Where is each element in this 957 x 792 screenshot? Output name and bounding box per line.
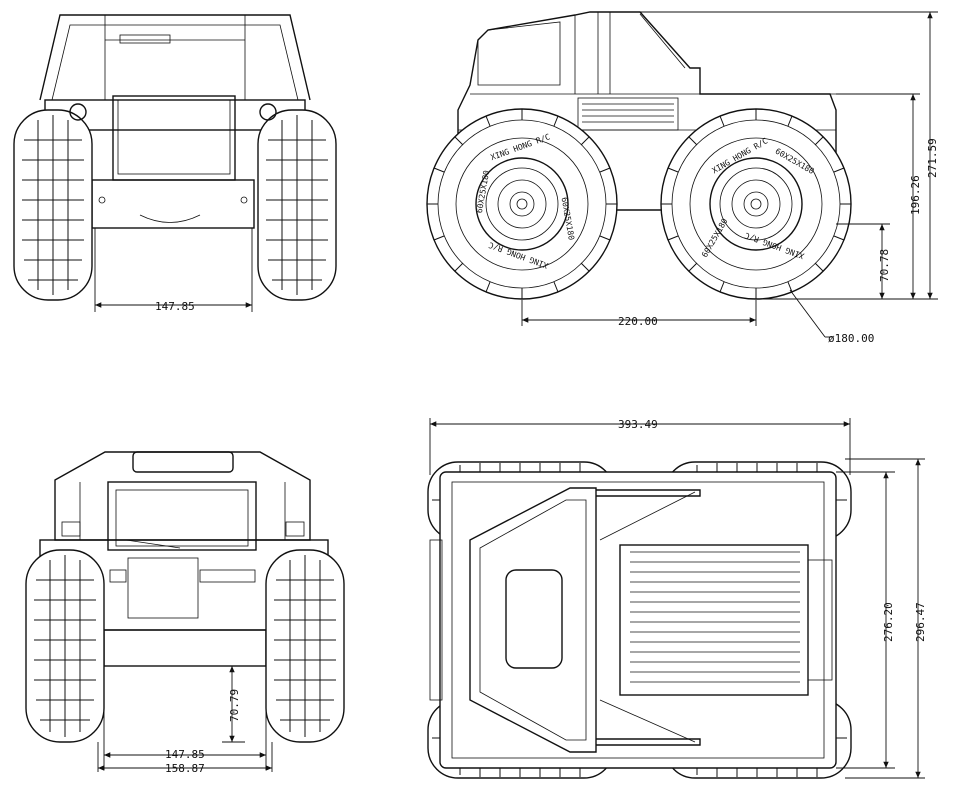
- top-body-width-dimension: 276.20: [882, 602, 895, 642]
- side-ground-clearance-dimension: 70.78: [878, 249, 891, 282]
- top-view: 393.49 276.20 296.47: [427, 418, 927, 779]
- rear-view: 147.85 158.87 70.79: [25, 451, 345, 775]
- rear-left-tire-tread: [34, 555, 96, 737]
- wheelbase-dimension: 220.00: [618, 315, 658, 328]
- front-right-tire-tread: [266, 115, 328, 295]
- rear-right-tire-tread: [274, 555, 336, 737]
- side-body-height-dimension: 196.26: [909, 175, 922, 215]
- wheel-diameter-dimension: ø180.00: [828, 332, 874, 345]
- front-track-dimension: 147.85: [155, 300, 195, 313]
- side-front-wheel: XING HONG R/C XING HONG R/C 60X25X180 60…: [426, 108, 618, 300]
- side-total-height-dimension: 271.59: [926, 138, 939, 178]
- side-view: XING HONG R/C XING HONG R/C 60X25X180 60…: [426, 11, 939, 345]
- rear-track-dimension: 147.85: [165, 748, 205, 761]
- side-rear-wheel: XING HONG R/C XING HONG R/C 60X25X180 60…: [660, 108, 852, 300]
- top-overall-width-dimension: 296.47: [914, 602, 927, 642]
- front-left-tire-tread: [22, 115, 84, 295]
- rear-ground-clearance-dimension: 70.79: [228, 689, 241, 722]
- rear-overall-width-dimension: 158.87: [165, 762, 205, 775]
- top-length-dimension: 393.49: [618, 418, 658, 431]
- cargo-deck-slats: [630, 551, 800, 683]
- front-view: 147.85: [13, 14, 337, 313]
